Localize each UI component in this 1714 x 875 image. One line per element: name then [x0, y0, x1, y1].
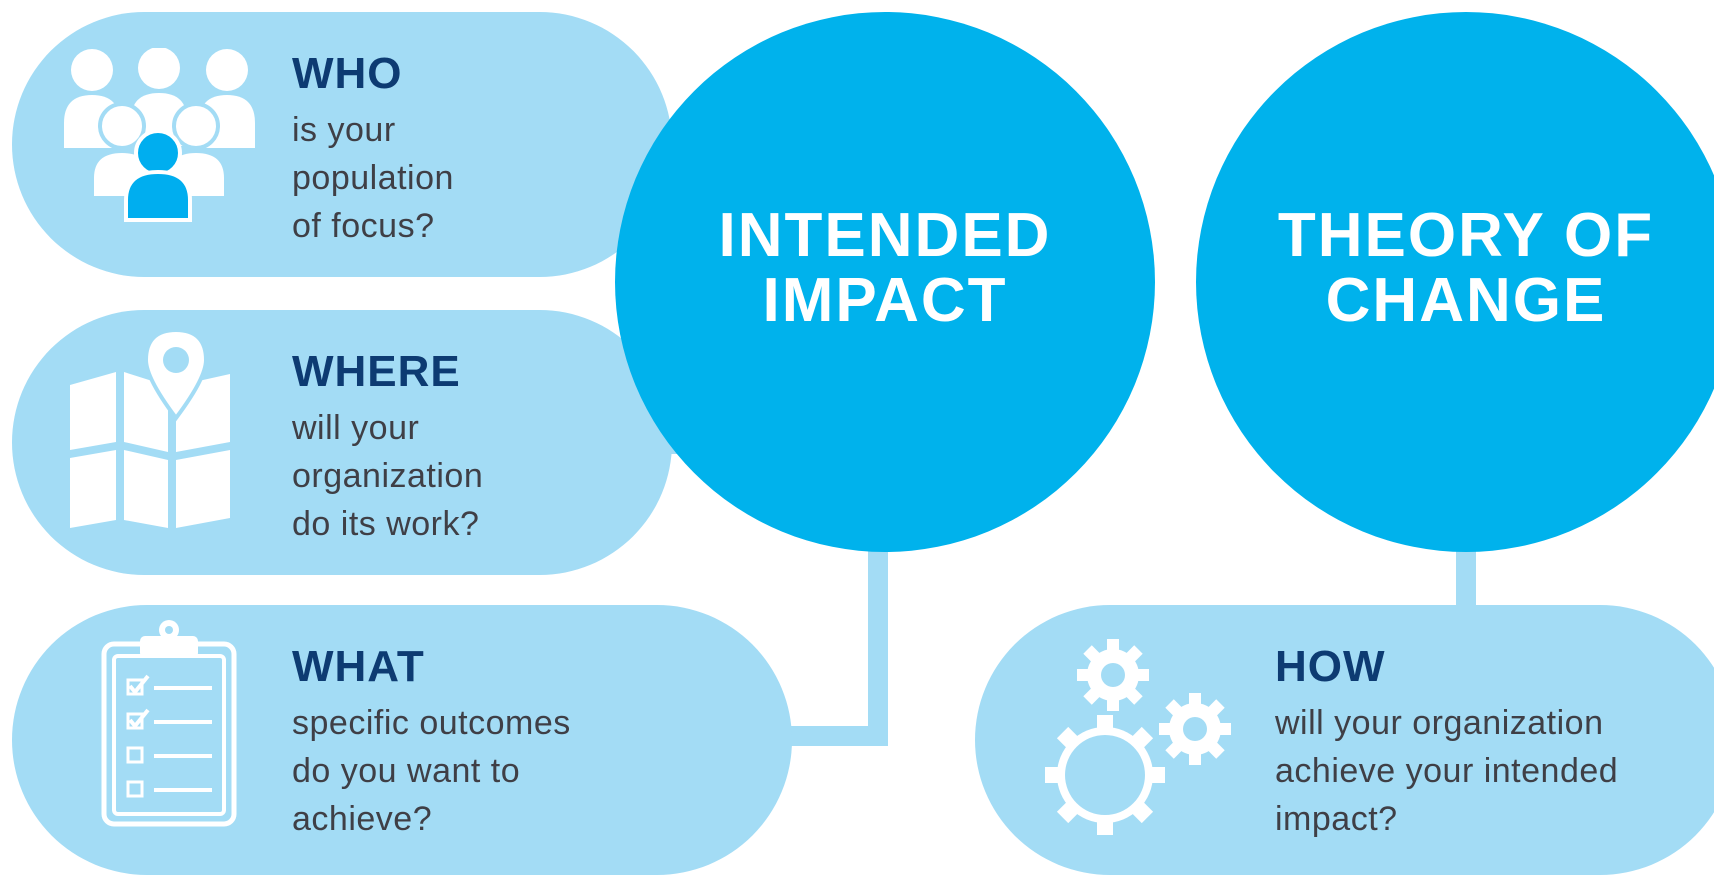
how-heading: HOW	[1275, 642, 1386, 691]
where-line-3: do its work?	[292, 505, 480, 543]
how-line-1: will your organization	[1275, 704, 1604, 742]
who-heading: WHO	[292, 49, 403, 98]
what-line-1: specific outcomes	[292, 704, 571, 742]
how-line-3: impact?	[1275, 800, 1398, 838]
what-line-3: achieve?	[292, 800, 433, 838]
clipboard-checklist-icon	[100, 618, 240, 828]
where-card	[12, 310, 672, 575]
how-text: HOW will your organization achieve your …	[1275, 645, 1618, 843]
intended-impact-circle: INTENDED IMPACT	[615, 12, 1155, 552]
where-line-1: will your	[292, 409, 420, 447]
intended-impact-title-line1: INTENDED	[718, 200, 1052, 270]
what-line-2: do you want to	[292, 752, 521, 790]
where-line-2: organization	[292, 457, 484, 495]
intended-impact-title-line2: IMPACT	[762, 266, 1008, 335]
theory-of-change-title-line2: CHANGE	[1325, 266, 1607, 335]
where-heading: WHERE	[292, 347, 461, 396]
who-line-3: of focus?	[292, 207, 435, 245]
gears-icon	[1035, 635, 1235, 845]
who-text: WHO is your population of focus?	[292, 52, 454, 250]
theory-of-change-title-line1: THEORY OF	[1277, 200, 1655, 270]
intended-impact-title: INTENDED IMPACT	[665, 203, 1105, 333]
where-text: WHERE will your organization do its work…	[292, 350, 483, 548]
theory-of-change-circle: THEORY OF CHANGE	[1196, 12, 1714, 552]
what-text: WHAT specific outcomes do you want to ac…	[292, 645, 571, 843]
how-line-2: achieve your intended	[1275, 752, 1619, 790]
connector-impact-what-horizontal	[760, 726, 888, 746]
who-line-2: population	[292, 159, 454, 197]
who-line-1: is your	[292, 111, 396, 149]
people-group-icon	[62, 48, 262, 248]
connector-impact-what-vertical	[868, 540, 888, 745]
connector-toc-how	[1456, 540, 1476, 620]
theory-of-change-title: THEORY OF CHANGE	[1246, 203, 1686, 333]
map-pin-icon	[68, 330, 248, 530]
what-heading: WHAT	[292, 642, 425, 691]
